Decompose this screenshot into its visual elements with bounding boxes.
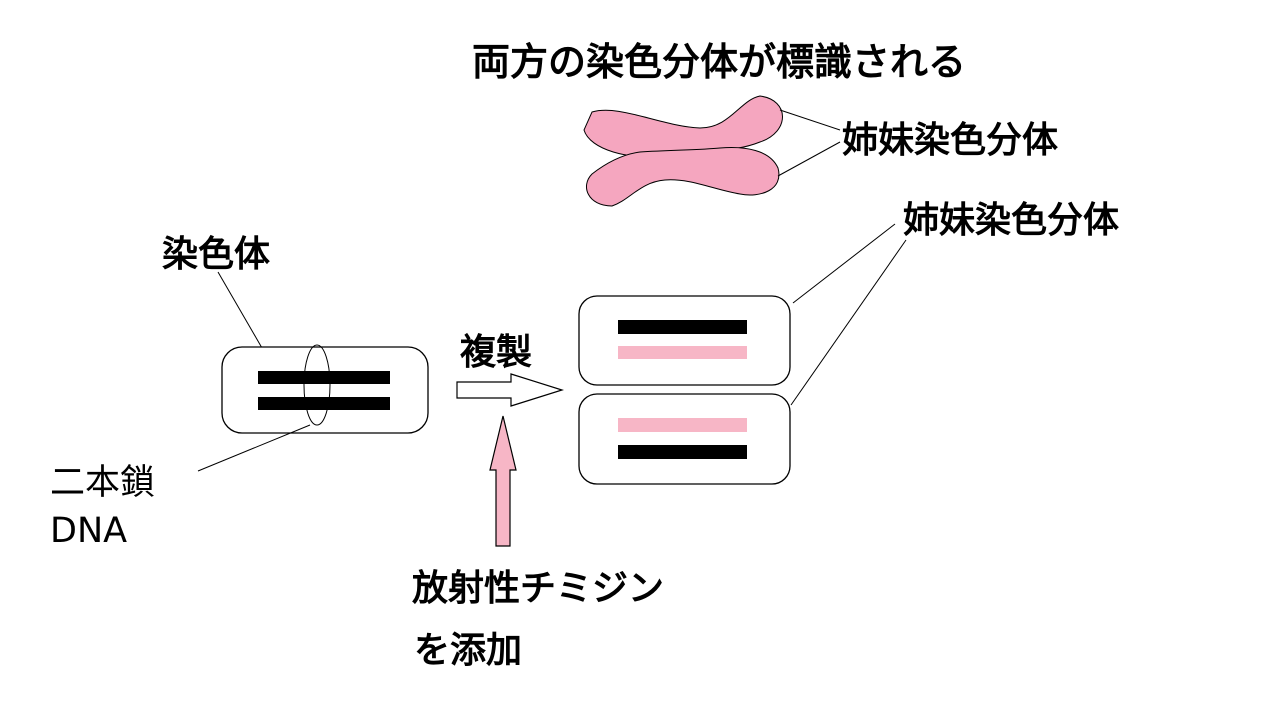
radioactive-label-line2: を添加 <box>414 630 522 671</box>
sister-chromatid-label-right: 姉妹染色分体 <box>903 200 1119 241</box>
dna-strand-top <box>258 371 390 384</box>
radioactive-label-line1: 放射性チミジン <box>412 568 664 609</box>
chromatid-lower <box>586 147 780 207</box>
pointer-line-right-1 <box>792 223 896 304</box>
new-labeled-strand-top <box>618 346 747 359</box>
pointer-line-top-1 <box>779 109 841 131</box>
sister-chromatid-bottom <box>578 393 791 485</box>
pointer-line-right-2 <box>790 239 907 406</box>
top-caption: 両方の染色分体が標識される <box>472 40 966 84</box>
sister-chromatid-bottom-outline <box>578 393 791 485</box>
radioactive-thymidine-arrow <box>489 415 517 547</box>
dna-strand-bottom <box>258 397 390 410</box>
chromosome-pointer-line <box>217 271 263 349</box>
double-strand-label-line1: 二本鎖 <box>50 463 155 503</box>
chromatid-upper <box>583 95 783 158</box>
dna-pointer-line <box>197 424 311 472</box>
old-strand-top <box>618 320 747 334</box>
pointer-line-top-2 <box>777 141 841 177</box>
replication-label: 複製 <box>460 332 532 373</box>
original-chromosome <box>221 344 429 434</box>
new-labeled-strand-bottom <box>618 418 747 432</box>
sister-chromatid-top <box>578 295 791 386</box>
chromosome-label: 染色体 <box>162 234 270 275</box>
dna-highlight-ellipse <box>303 344 331 426</box>
double-strand-label-line2: DNA <box>50 511 127 551</box>
replication-arrow <box>456 373 565 407</box>
original-chromosome-outline <box>221 346 429 434</box>
x-shaped-chromosome <box>583 95 783 207</box>
sister-chromatid-label-top: 姉妹染色分体 <box>842 120 1058 161</box>
old-strand-bottom <box>618 445 747 459</box>
sister-chromatid-top-outline <box>578 295 791 386</box>
